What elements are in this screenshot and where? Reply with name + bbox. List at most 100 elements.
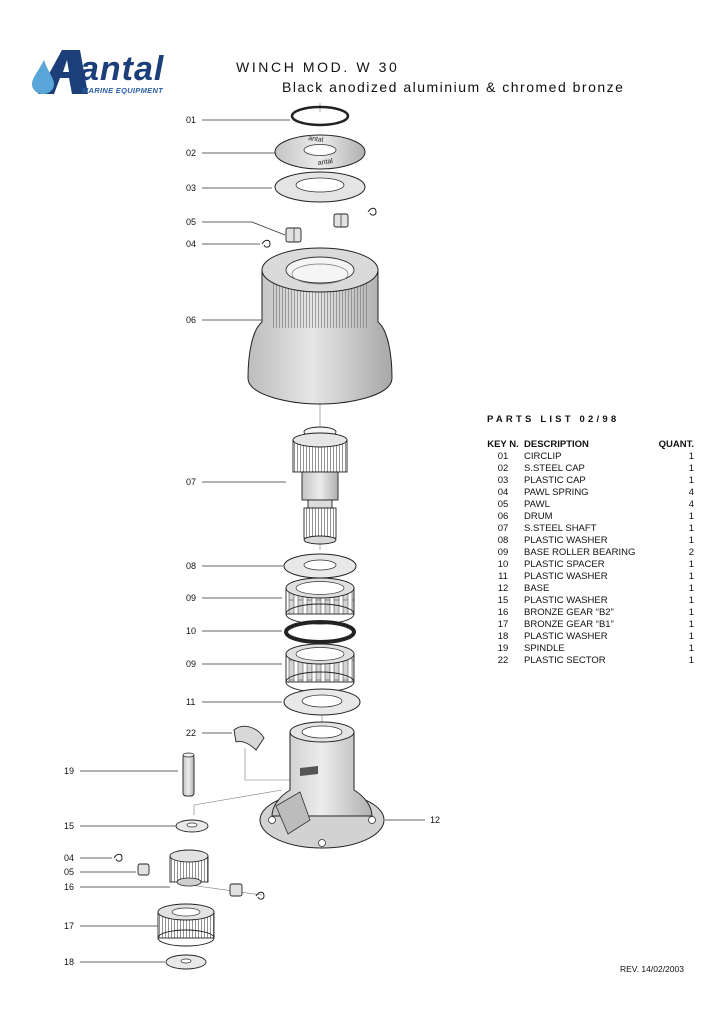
- callout-04-top: 04: [186, 239, 196, 249]
- cell-key: 16: [497, 607, 509, 618]
- cell-quantity: 1: [688, 475, 694, 486]
- column-header-description: DESCRIPTION: [524, 439, 589, 450]
- part-04-pawl-spring-bottom: [113, 853, 265, 900]
- callout-16: 16: [64, 882, 74, 892]
- part-19-spindle: [182, 752, 195, 797]
- callout-05-bottom: 05: [64, 867, 74, 877]
- cell-quantity: 1: [688, 535, 694, 546]
- cell-description: SPINDLE: [524, 643, 565, 654]
- part-10-plastic-spacer: [284, 620, 356, 644]
- leader-lines: [80, 119, 425, 963]
- callout-11: 11: [186, 697, 195, 707]
- cell-key: 12: [497, 583, 509, 594]
- cell-quantity: 2: [688, 547, 694, 558]
- callout-22: 22: [186, 728, 196, 738]
- cell-description: PAWL SPRING: [524, 487, 589, 498]
- cell-quantity: 1: [688, 451, 694, 462]
- cell-quantity: 1: [688, 655, 694, 666]
- logo-tagline: MARINE EQUIPMENT: [82, 86, 164, 95]
- cell-key: 08: [497, 535, 509, 546]
- cell-description: BRONZE GEAR “B1”: [524, 619, 614, 630]
- cell-key: 02: [497, 463, 509, 474]
- parts-list-heading: PARTS LIST 02/98: [487, 414, 620, 425]
- cell-key: 01: [497, 451, 509, 462]
- cell-quantity: 4: [688, 499, 694, 510]
- cell-quantity: 1: [688, 463, 694, 474]
- cell-description: DRUM: [524, 511, 553, 522]
- svg-text:antal: antal: [308, 135, 324, 144]
- cell-key: 03: [497, 475, 509, 486]
- callout-17: 17: [64, 921, 74, 931]
- cell-description: BRONZE GEAR “B2”: [524, 607, 614, 618]
- cell-key: 18: [497, 631, 509, 642]
- callout-07: 07: [186, 477, 196, 487]
- cell-quantity: 1: [688, 523, 694, 534]
- callout-05-top: 05: [186, 217, 196, 227]
- column-header-quantity: QUANT.: [658, 439, 694, 450]
- cell-description: PLASTIC SECTOR: [524, 655, 606, 666]
- cell-key: 07: [497, 523, 509, 534]
- part-08-plastic-washer: [283, 553, 357, 579]
- callout-09-lower: 09: [186, 659, 196, 669]
- cell-quantity: 1: [688, 595, 694, 606]
- cell-description: PLASTIC CAP: [524, 475, 586, 486]
- svg-text:antal: antal: [317, 158, 333, 167]
- cell-quantity: 1: [688, 559, 694, 570]
- cell-description: PAWL: [524, 499, 550, 510]
- cell-quantity: 1: [688, 631, 694, 642]
- cell-description: PLASTIC SPACER: [524, 559, 605, 570]
- cell-quantity: 1: [688, 607, 694, 618]
- cell-description: PLASTIC WASHER: [524, 631, 608, 642]
- parts-list-header-row: KEY N. DESCRIPTION QUANT.: [484, 438, 698, 451]
- callout-01: 01: [186, 115, 196, 125]
- cell-description: PLASTIC WASHER: [524, 595, 608, 606]
- callout-08: 08: [186, 561, 196, 571]
- table-row: 18 PLASTIC WASHER 1: [484, 631, 698, 643]
- part-12-base: [259, 721, 385, 849]
- callout-19: 19: [64, 766, 74, 776]
- cell-key: 19: [497, 643, 509, 654]
- callout-04-bottom: 04: [64, 853, 74, 863]
- cell-quantity: 1: [688, 511, 694, 522]
- table-row: 11 PLASTIC WASHER 1: [484, 571, 698, 583]
- table-row: 01 CIRCLIP 1: [484, 451, 698, 463]
- logo-wordmark: antal: [80, 50, 165, 88]
- cell-key: 11: [498, 571, 508, 582]
- antal-logo: [32, 50, 88, 94]
- logo-water-drop: [32, 60, 54, 94]
- cell-key: 05: [497, 499, 509, 510]
- part-09-roller-bearing-upper: [285, 577, 355, 625]
- part-05-pawl-top: [285, 213, 349, 243]
- table-row: 02 S.STEEL CAP 1: [484, 463, 698, 475]
- part-09-roller-bearing-lower: [285, 643, 355, 693]
- cell-quantity: 1: [688, 583, 694, 594]
- callout-02: 02: [186, 148, 196, 158]
- cell-quantity: 4: [688, 487, 694, 498]
- cell-description: CIRCLIP: [524, 451, 562, 462]
- table-row: 05 PAWL 4: [484, 499, 698, 511]
- cell-quantity: 1: [688, 571, 694, 582]
- part-11-plastic-washer: [283, 688, 361, 716]
- cell-description: S.STEEL SHAFT: [524, 523, 597, 534]
- part-17-bronze-gear-b1: [157, 903, 215, 947]
- cell-description: PLASTIC WASHER: [524, 571, 608, 582]
- callout-12: 12: [430, 815, 440, 825]
- table-row: 03 PLASTIC CAP 1: [484, 475, 698, 487]
- cell-description: S.STEEL CAP: [524, 463, 585, 474]
- part-22-plastic-sector: [233, 725, 265, 751]
- callout-18: 18: [64, 957, 74, 967]
- part-03-plastic-cap: [274, 171, 366, 203]
- table-row: 10 PLASTIC SPACER 1: [484, 559, 698, 571]
- cell-key: 10: [497, 559, 509, 570]
- cell-key: 17: [497, 619, 509, 630]
- part-04-pawl-spring-top: [261, 207, 377, 248]
- cell-key: 06: [497, 511, 509, 522]
- callout-10: 10: [186, 626, 196, 636]
